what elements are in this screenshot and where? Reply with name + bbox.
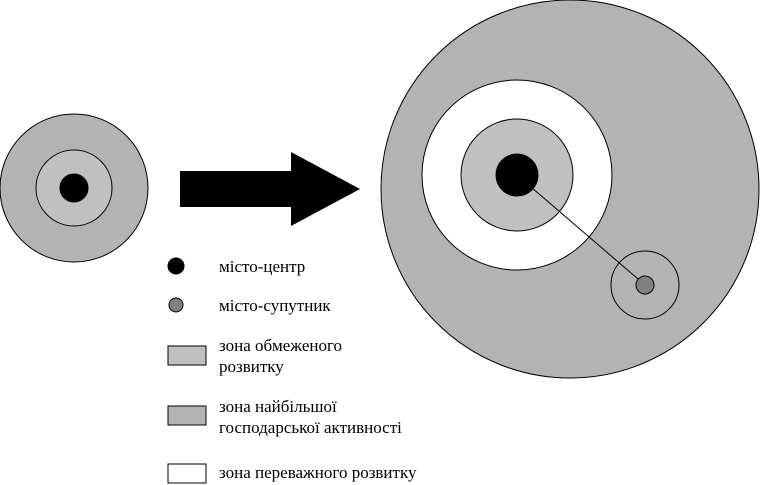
legend-satellite-city-icon [168,297,184,313]
legend-restricted-zone-label: зона обмеженого розвитку [219,335,342,377]
legend-center-city-icon [167,257,185,275]
initial-city-group [0,113,149,263]
legend-satellite-city-text: місто-супутник [219,296,331,315]
initial-center-city [59,173,89,203]
legend-activity-zone-swatch [167,405,207,426]
legend-center-city-text: місто-центр [219,257,306,276]
legend-center-city-label: місто-центр [219,256,305,277]
legend-priority-zone-swatch [167,463,207,484]
legend-priority-zone-text: зона переважного розвитку [219,463,417,482]
legend-restricted-zone-text-2: розвитку [219,357,284,376]
transition-arrow [180,152,360,226]
legend-symbols [167,257,207,484]
developed-city-group [380,0,760,379]
satellite-city [635,275,655,295]
legend-priority-zone-label: зона переважного розвитку [219,462,416,483]
legend-activity-zone-text-2: господарської активності [219,418,402,437]
legend-activity-zone-label: зона найбільшої господарської активності [219,396,402,438]
center-city [495,153,539,197]
center-satellite-link [516,174,646,286]
legend-satellite-city-label: місто-супутник [219,295,331,316]
legend-restricted-zone-text-1: зона обмеженого [219,336,343,355]
legend-restricted-zone-swatch [167,345,207,366]
legend-activity-zone-text-1: зона найбільшої [219,397,337,416]
